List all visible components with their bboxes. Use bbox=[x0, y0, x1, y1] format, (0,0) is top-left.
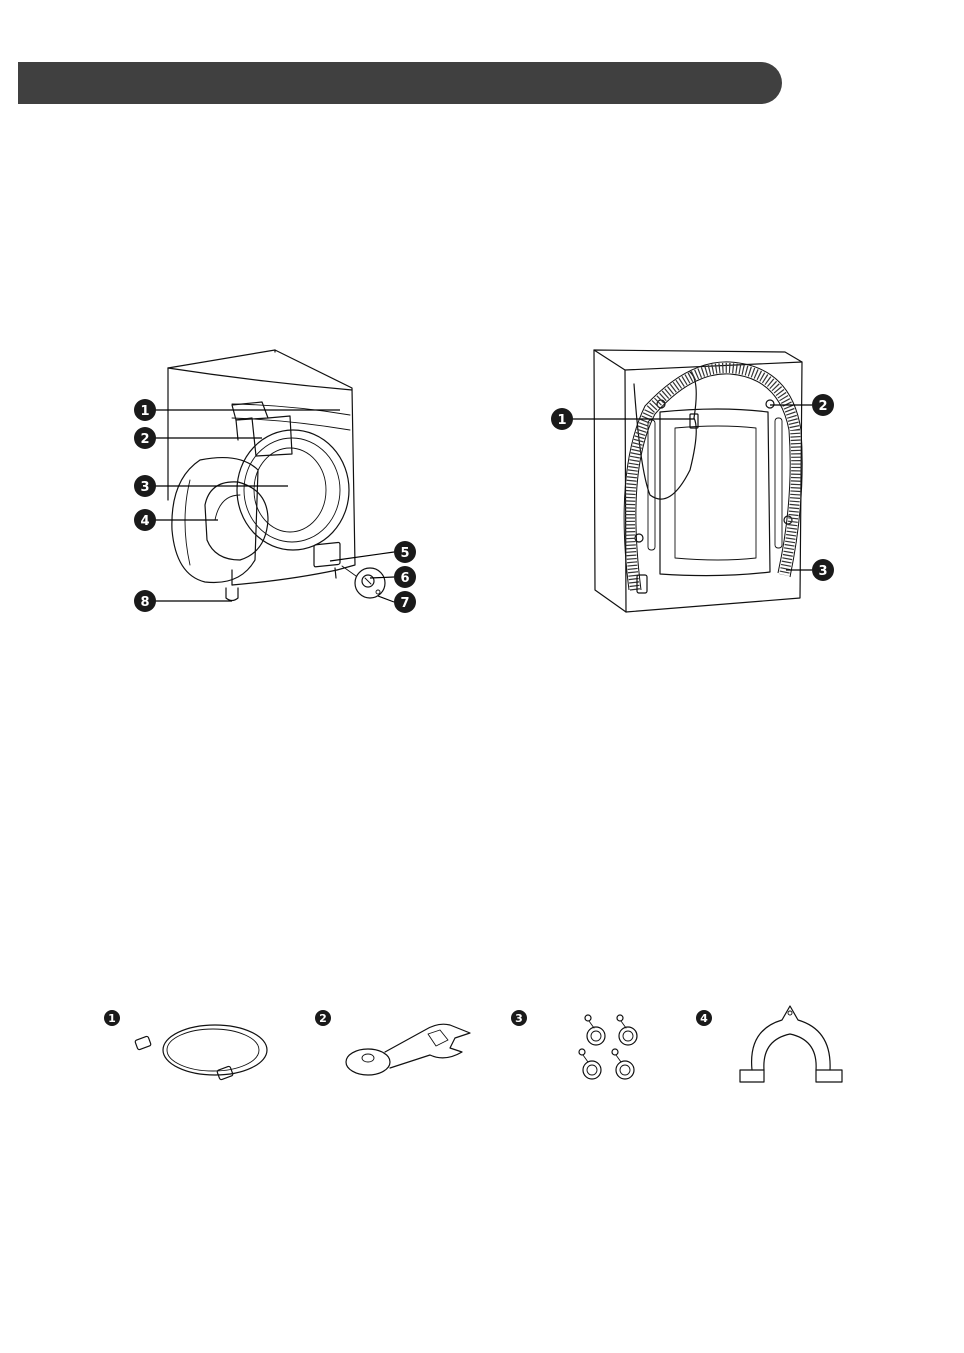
front-callout-6: 6 bbox=[394, 566, 416, 588]
svg-text:3: 3 bbox=[818, 564, 827, 579]
accessory-callout-1: 1 bbox=[104, 1010, 120, 1026]
svg-text:3: 3 bbox=[140, 480, 149, 495]
svg-text:4: 4 bbox=[140, 514, 149, 529]
svg-text:5: 5 bbox=[400, 546, 409, 561]
svg-text:1: 1 bbox=[557, 413, 566, 428]
svg-text:4: 4 bbox=[700, 1012, 708, 1025]
front-view-illustration: 1 2 3 4 5 6 7 8 bbox=[120, 340, 430, 620]
front-callout-5: 5 bbox=[394, 541, 416, 563]
front-callout-2: 2 bbox=[134, 427, 156, 449]
accessory-callout-4: 4 bbox=[696, 1010, 712, 1026]
svg-text:2: 2 bbox=[818, 399, 827, 414]
back-view-illustration: 1 2 3 bbox=[545, 340, 845, 620]
svg-text:2: 2 bbox=[319, 1012, 327, 1025]
cap-icon bbox=[617, 1015, 637, 1045]
accessory-callout-3: 3 bbox=[511, 1010, 527, 1026]
front-callout-4: 4 bbox=[134, 509, 156, 531]
accessory-elbow-bracket: 4 bbox=[690, 1000, 860, 1095]
svg-text:2: 2 bbox=[140, 432, 149, 447]
cap-icon bbox=[612, 1049, 634, 1079]
svg-text:8: 8 bbox=[140, 595, 149, 610]
back-callout-2: 2 bbox=[812, 394, 834, 416]
accessory-inlet-hose: 1 bbox=[100, 1005, 280, 1095]
svg-text:3: 3 bbox=[515, 1012, 523, 1025]
front-callout-1: 1 bbox=[134, 399, 156, 421]
back-callout-1: 1 bbox=[551, 408, 573, 430]
cap-icon bbox=[585, 1015, 605, 1045]
svg-text:6: 6 bbox=[400, 571, 409, 586]
section-header-bar bbox=[18, 62, 782, 104]
svg-text:1: 1 bbox=[108, 1012, 116, 1025]
accessory-caps: 3 bbox=[505, 1005, 655, 1095]
svg-text:1: 1 bbox=[140, 404, 149, 419]
back-callout-3: 3 bbox=[812, 559, 834, 581]
accessory-spanner: 2 bbox=[310, 1005, 480, 1095]
front-callout-3: 3 bbox=[134, 475, 156, 497]
accessory-callout-2: 2 bbox=[315, 1010, 331, 1026]
front-callout-7: 7 bbox=[394, 591, 416, 613]
cap-icon bbox=[579, 1049, 601, 1079]
svg-text:7: 7 bbox=[400, 596, 409, 611]
front-callout-8: 8 bbox=[134, 590, 156, 612]
